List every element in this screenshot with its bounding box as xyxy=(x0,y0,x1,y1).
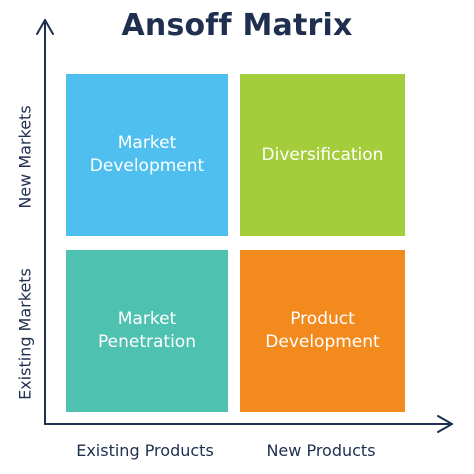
quadrant-label-line1: Market xyxy=(117,309,177,329)
quadrant-label-line1: Diversification xyxy=(261,144,384,165)
quadrant-market-penetration: Market Penetration xyxy=(66,250,228,412)
y-axis-arrowhead xyxy=(36,19,54,35)
quadrant-label-line2: Penetration xyxy=(98,332,196,352)
x-axis-arrowhead xyxy=(437,415,453,433)
quadrant-label-line2: Development xyxy=(89,156,205,176)
y-axis-label-new-markets: New Markets xyxy=(15,105,35,209)
quadrant-label-line1: Product xyxy=(290,309,355,329)
y-axis-label-existing-markets: Existing Markets xyxy=(15,268,35,400)
diagram-title: Ansoff Matrix xyxy=(121,8,353,43)
x-axis-label-new-products: New Products xyxy=(266,441,376,460)
x-axis-label-existing-products: Existing Products xyxy=(76,441,214,460)
quadrant-product-development: Product Development xyxy=(240,250,405,412)
quadrant-label-line1: Market xyxy=(117,133,177,153)
quadrant-label-line2: Development xyxy=(265,332,380,352)
quadrant-market-development: Market Development xyxy=(66,74,228,236)
quadrant-diversification: Diversification xyxy=(240,74,405,236)
